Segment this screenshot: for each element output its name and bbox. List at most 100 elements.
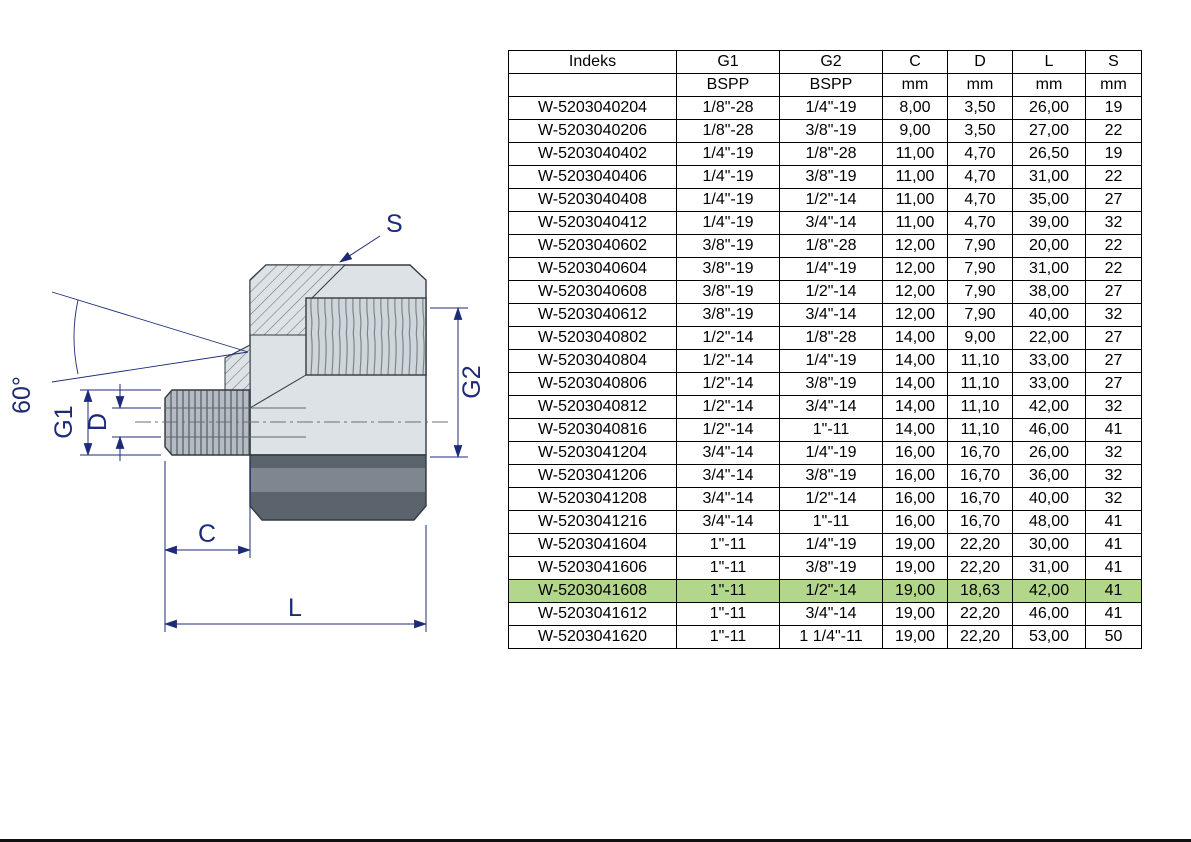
spec-cell: 27 — [1085, 372, 1142, 396]
spec-cell: 1"-11 — [676, 579, 780, 603]
subheader-row: BSPP BSPP mm mm mm mm — [508, 73, 1142, 97]
spec-cell: 3/4"-14 — [779, 211, 883, 235]
spec-cell: 11,00 — [882, 165, 948, 189]
spec-cell: 40,00 — [1012, 303, 1086, 327]
spec-cell: 3/8"-19 — [779, 119, 883, 143]
spec-cell: 3/8"-19 — [676, 257, 780, 281]
spec-cell: 19 — [1085, 142, 1142, 166]
page-bottom-border — [0, 839, 1191, 842]
spec-cell: 3/4"-14 — [676, 441, 780, 465]
spec-cell: 19 — [1085, 96, 1142, 120]
subheader-s-unit: mm — [1085, 73, 1142, 97]
spec-cell: 22 — [1085, 119, 1142, 143]
spec-cell: 1"-11 — [676, 625, 780, 649]
spec-cell: 16,00 — [882, 441, 948, 465]
spec-cell: 19,00 — [882, 533, 948, 557]
spec-cell: 27,00 — [1012, 119, 1086, 143]
spec-cell: 19,00 — [882, 556, 948, 580]
spec-cell: 4,70 — [947, 165, 1013, 189]
label-angle: 60° — [8, 376, 36, 414]
spec-cell: 14,00 — [882, 395, 948, 419]
subheader-c-unit: mm — [882, 73, 948, 97]
spec-cell: 38,00 — [1012, 280, 1086, 304]
spec-cell: 1/4"-19 — [676, 211, 780, 235]
subheader-d-unit: mm — [947, 73, 1013, 97]
spec-cell: 22,20 — [947, 556, 1013, 580]
fitting-technical-drawing: S 60° G1 D G2 C L — [8, 210, 486, 632]
col-header-g1: G1 — [676, 50, 780, 74]
spec-cell: 1/4"-19 — [779, 257, 883, 281]
spec-cell: 22,20 — [947, 533, 1013, 557]
spec-cell: 16,70 — [947, 441, 1013, 465]
spec-cell: 1/4"-19 — [779, 533, 883, 557]
spec-cell: 3/4"-14 — [676, 464, 780, 488]
spec-cell: 8,00 — [882, 96, 948, 120]
spec-cell: 3/4"-14 — [676, 510, 780, 534]
internal-thread — [305, 297, 427, 376]
spec-cell: W-5203040806 — [508, 372, 677, 396]
label-s: S — [386, 210, 403, 238]
seat-cone-line — [249, 374, 307, 409]
spec-cell: 1/4"-19 — [676, 188, 780, 212]
spec-cell: 27 — [1085, 280, 1142, 304]
spec-cell: W-5203041606 — [508, 556, 677, 580]
spec-cell: 31,00 — [1012, 556, 1086, 580]
spec-cell: W-5203040604 — [508, 257, 677, 281]
male-thread-stub — [164, 389, 251, 456]
spec-cell: 26,50 — [1012, 142, 1086, 166]
spec-cell: 35,00 — [1012, 188, 1086, 212]
spec-cell: 33,00 — [1012, 372, 1086, 396]
spec-cell: 1/2"-14 — [779, 280, 883, 304]
spec-cell: 1"-11 — [676, 602, 780, 626]
spec-cell: 41 — [1085, 579, 1142, 603]
spec-cell: 20,00 — [1012, 234, 1086, 258]
spec-cell: W-5203040402 — [508, 142, 677, 166]
spec-cell: 16,00 — [882, 464, 948, 488]
spec-cell: 11,10 — [947, 349, 1013, 373]
col-header-l: L — [1012, 50, 1086, 74]
spec-cell: 31,00 — [1012, 257, 1086, 281]
spec-cell: 22,20 — [947, 602, 1013, 626]
spec-cell: 36,00 — [1012, 464, 1086, 488]
spec-cell: 3/8"-19 — [779, 165, 883, 189]
spec-cell: W-5203041612 — [508, 602, 677, 626]
spec-cell: 27 — [1085, 349, 1142, 373]
spec-cell: 1 1/4"-11 — [779, 625, 883, 649]
spec-cell: 32 — [1085, 464, 1142, 488]
col-header-c: C — [882, 50, 948, 74]
spec-cell: 22 — [1085, 165, 1142, 189]
spec-cell: 1/4"-19 — [779, 441, 883, 465]
label-g2: G2 — [458, 365, 486, 398]
angle-arc — [73, 299, 79, 375]
spec-cell: 1"-11 — [779, 418, 883, 442]
spec-cell: 41 — [1085, 418, 1142, 442]
spec-cell: 3/8"-19 — [779, 464, 883, 488]
spec-cell: 3/8"-19 — [676, 280, 780, 304]
spec-cell: 41 — [1085, 602, 1142, 626]
spec-cell: W-5203041204 — [508, 441, 677, 465]
spec-cell: 12,00 — [882, 280, 948, 304]
spec-cell: 1/8"-28 — [779, 234, 883, 258]
spec-cell: 1"-11 — [779, 510, 883, 534]
spec-cell: 11,10 — [947, 372, 1013, 396]
spec-cell: 1/8"-28 — [676, 96, 780, 120]
spec-cell: 1/8"-28 — [676, 119, 780, 143]
spec-cell: 26,00 — [1012, 96, 1086, 120]
spec-cell: 32 — [1085, 441, 1142, 465]
spec-cell: 27 — [1085, 188, 1142, 212]
spec-cell: 19,00 — [882, 625, 948, 649]
spec-cell: W-5203040608 — [508, 280, 677, 304]
